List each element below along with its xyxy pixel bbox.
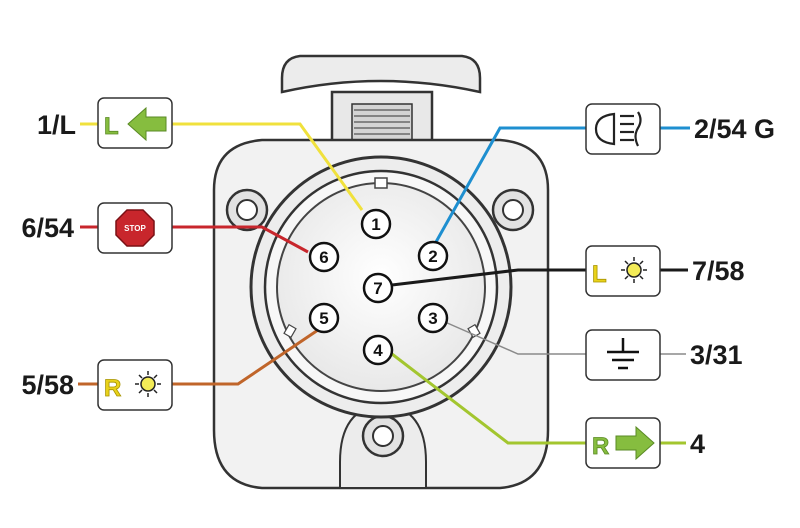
tail-light-icon bbox=[621, 257, 647, 283]
pin-labels: 1/L 6/54 5/58 2/54 G 7/58 3/31 4 bbox=[21, 110, 775, 459]
pin-6: 6 bbox=[308, 241, 340, 273]
pin-2: 2 bbox=[417, 240, 449, 272]
stop-sign-icon bbox=[115, 209, 155, 247]
screw-hole bbox=[225, 188, 269, 232]
svg-text:6: 6 bbox=[319, 248, 328, 267]
label-pin-5: 5/58 bbox=[21, 370, 74, 400]
label-pin-7: 7/58 bbox=[692, 256, 745, 286]
svg-text:2: 2 bbox=[428, 247, 437, 266]
svg-text:5: 5 bbox=[319, 309, 328, 328]
wire-7 bbox=[391, 268, 586, 287]
right-indicator-icon-box: R bbox=[585, 417, 661, 469]
wire-1 bbox=[172, 122, 364, 211]
pins: 1 2 6 7 5 3 4 bbox=[308, 208, 449, 366]
pin-3: 3 bbox=[417, 302, 449, 334]
wire-2 bbox=[434, 126, 586, 243]
screw-hole bbox=[361, 414, 405, 458]
svg-text:3: 3 bbox=[428, 309, 437, 328]
svg-text:R: R bbox=[104, 375, 121, 402]
screw-hole bbox=[491, 188, 535, 232]
left-indicator-icon-box: L bbox=[97, 97, 173, 149]
label-pin-6: 6/54 bbox=[21, 213, 74, 243]
left-turn-arrow-icon bbox=[127, 106, 167, 142]
svg-text:L: L bbox=[104, 113, 119, 140]
pin-1: 1 bbox=[360, 208, 392, 240]
right-tail-icon-box: R bbox=[97, 359, 173, 411]
wire-5 bbox=[172, 328, 319, 386]
svg-text:4: 4 bbox=[373, 341, 383, 360]
right-turn-arrow-icon bbox=[615, 425, 655, 461]
pin-7: 7 bbox=[362, 272, 394, 304]
stop-icon-box: STOP bbox=[97, 202, 173, 254]
left-tail-icon-box: L bbox=[585, 245, 661, 297]
ground-symbol-icon bbox=[607, 338, 639, 370]
wires bbox=[78, 122, 690, 445]
pin-5: 5 bbox=[308, 302, 340, 334]
wire-4 bbox=[391, 352, 586, 445]
svg-text:1: 1 bbox=[371, 215, 380, 234]
label-pin-2: 2/54 G bbox=[694, 114, 775, 144]
rear-fog-lamp-icon bbox=[594, 111, 642, 147]
wire-6 bbox=[172, 225, 309, 254]
svg-text:7: 7 bbox=[373, 279, 382, 298]
svg-text:L: L bbox=[592, 261, 607, 288]
svg-text:R: R bbox=[592, 433, 609, 460]
label-pin-4: 4 bbox=[690, 429, 705, 459]
rear-fog-icon-box bbox=[585, 103, 661, 155]
label-pin-3: 3/31 bbox=[690, 340, 743, 370]
label-pin-1: 1/L bbox=[37, 110, 76, 140]
svg-text:STOP: STOP bbox=[124, 224, 146, 233]
wire-3 bbox=[444, 321, 586, 355]
ground-icon-box bbox=[585, 329, 661, 381]
tail-light-icon bbox=[135, 371, 161, 397]
pin-4: 4 bbox=[362, 334, 394, 366]
